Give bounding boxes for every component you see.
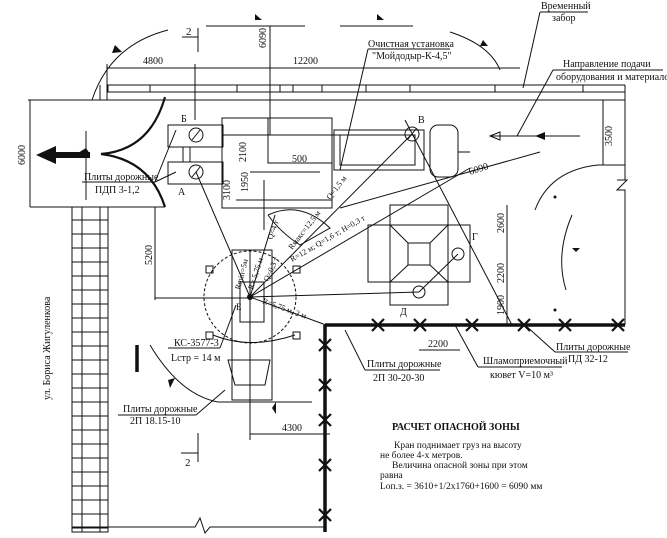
dim-6090-top: 6090 bbox=[258, 28, 269, 48]
dim-6090-diag: 6090 bbox=[468, 161, 490, 178]
section-label: 2 bbox=[186, 26, 192, 38]
fence-post-mark bbox=[318, 413, 332, 427]
block-a bbox=[167, 161, 224, 185]
dim-6000: 6000 bbox=[17, 145, 28, 165]
radius-r575: R=5,75 м, 2 м bbox=[261, 296, 307, 320]
label-supply-2: оборудования и материалов bbox=[556, 72, 667, 83]
dim-3100: 3100 bbox=[222, 180, 233, 200]
calc-line-5: Lоп.з. = 3610+1/2х1760+1600 = 6090 мм bbox=[380, 482, 542, 492]
label-cleaning-2: "Мойдодыр-К-4,5" bbox=[372, 51, 452, 62]
radius-q1: Q=4 т bbox=[265, 219, 280, 241]
section-label-bottom: 2 bbox=[185, 457, 191, 469]
label-plates-2p18-1: Плиты дорожные bbox=[123, 404, 198, 415]
swing-arc bbox=[91, 29, 169, 101]
label-plates-pdp-1: Плиты дорожные bbox=[84, 172, 159, 183]
point-v: В bbox=[418, 115, 425, 126]
point-d: Д bbox=[400, 307, 407, 318]
label-sludge-2: кювет V=10 м³ bbox=[490, 370, 553, 381]
fence-post-mark bbox=[558, 318, 572, 332]
dim-2200-h: 2200 bbox=[428, 339, 448, 350]
label-fence-2: забор bbox=[552, 13, 575, 24]
label-crane-2: Lстр = 14 м bbox=[171, 353, 221, 364]
dim-2100: 2100 bbox=[238, 142, 249, 162]
dim-3500: 3500 bbox=[604, 126, 615, 146]
dim-12200: 12200 bbox=[293, 56, 318, 67]
temporary-fence-band bbox=[28, 84, 626, 180]
point-b: Б bbox=[181, 114, 187, 125]
block-b bbox=[167, 124, 224, 148]
dim-2200-v: 2200 bbox=[496, 263, 507, 283]
dim-4300: 4300 bbox=[282, 423, 302, 434]
label-plates-pdp-2: ПДП 3-1,2 bbox=[95, 185, 140, 196]
dim-1900: 1900 bbox=[496, 295, 507, 315]
label-plates-pd32-1: Плиты дорожные bbox=[556, 342, 631, 353]
fence-post-mark bbox=[318, 378, 332, 392]
calc-line-2: не более 4-х метров. bbox=[380, 450, 463, 461]
label-cleaning-1: Очистная установка bbox=[368, 39, 454, 50]
point-a: А bbox=[178, 187, 186, 198]
calc-title: РАСЧЕТ ОПАСНОЙ ЗОНЫ bbox=[392, 421, 520, 433]
label-crane-1: КС-3577-3 bbox=[174, 338, 219, 349]
dim-5200: 5200 bbox=[144, 245, 155, 265]
point-e: Е bbox=[236, 302, 242, 312]
label-sludge-1: Шламоприемочный bbox=[483, 356, 568, 367]
fence-post-mark bbox=[465, 318, 479, 332]
exit-arrow bbox=[36, 146, 90, 164]
fence-post-mark bbox=[318, 508, 332, 522]
fence-post-mark bbox=[318, 338, 332, 352]
label-fence-1: Временный bbox=[541, 1, 591, 12]
dim-500: 500 bbox=[292, 154, 307, 165]
fence-post-mark bbox=[517, 318, 531, 332]
label-plates-pd32-2: ПД 32-12 bbox=[568, 354, 608, 365]
label-plates-2p30-2: 2П 30-20-30 bbox=[373, 373, 424, 384]
calc-line-4: равна bbox=[380, 471, 404, 481]
fence-post-mark bbox=[318, 458, 332, 472]
section-mark-top: 2 bbox=[182, 26, 199, 52]
label-plates-2p18-2: 2П 18.15-10 bbox=[130, 416, 181, 427]
radius-qrm: Q=1,5 м bbox=[324, 174, 348, 201]
dim-1950: 1950 bbox=[240, 172, 251, 192]
street-name: ул. Бориса Жигуленкова bbox=[42, 296, 53, 400]
walkway-plates bbox=[71, 206, 109, 533]
fence-post-mark bbox=[413, 318, 427, 332]
dim-4800: 4800 bbox=[143, 56, 163, 67]
label-plates-2p30-1: Плиты дорожные bbox=[367, 359, 442, 370]
label-supply-1: Направление подачи bbox=[563, 59, 651, 70]
top-lines bbox=[206, 14, 413, 27]
calc-line-3: Величина опасной зоны при этом bbox=[392, 460, 528, 471]
calc-line-1: Кран поднимает груз на высоту bbox=[394, 441, 522, 451]
fence-post-mark bbox=[611, 318, 625, 332]
fence-post-mark bbox=[371, 318, 385, 332]
point-g: Г bbox=[472, 232, 478, 243]
dim-2600: 2600 bbox=[496, 213, 507, 233]
